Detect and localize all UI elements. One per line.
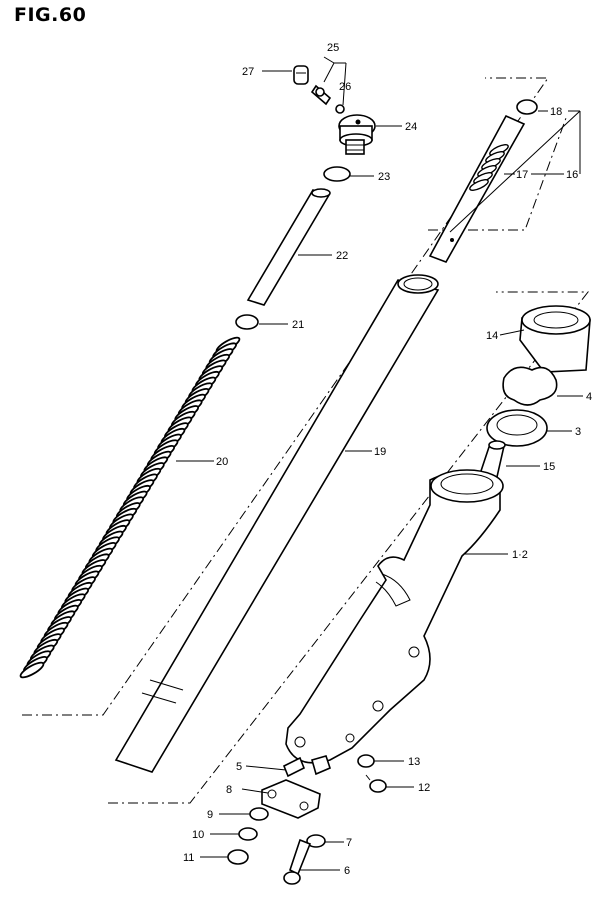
callout-6: 6 bbox=[344, 865, 350, 877]
figure-title: FIG.60 bbox=[14, 4, 87, 26]
part-11-nut bbox=[227, 849, 249, 865]
callout-27: 27 bbox=[242, 66, 254, 78]
assembly-outline-main bbox=[108, 291, 590, 804]
part-21-spring-seat bbox=[235, 314, 259, 330]
rod-ring bbox=[469, 179, 489, 191]
callout-7: 7 bbox=[346, 837, 352, 849]
part-18-piston-ring bbox=[516, 99, 538, 115]
part-23-oring bbox=[323, 166, 351, 182]
leader-lines bbox=[176, 56, 583, 871]
part-25-valve bbox=[310, 84, 332, 106]
assembly-outline-inner-tube bbox=[22, 77, 549, 716]
part-17-damper-rod bbox=[428, 114, 526, 263]
part-13-nut bbox=[357, 754, 375, 768]
callout-1-2: 1·2 bbox=[512, 549, 528, 561]
part-8-axle-holder bbox=[261, 779, 321, 819]
callout-16: 16 bbox=[566, 169, 578, 181]
callout-10: 10 bbox=[192, 829, 204, 841]
callout-12: 12 bbox=[418, 782, 430, 794]
callout-22: 22 bbox=[336, 250, 348, 262]
callout-23: 23 bbox=[378, 171, 390, 183]
callout-24: 24 bbox=[405, 121, 417, 133]
callout-26: 26 bbox=[339, 81, 351, 93]
callout-21: 21 bbox=[292, 319, 304, 331]
callout-5: 5 bbox=[236, 761, 242, 773]
part-20-fork-spring bbox=[19, 336, 241, 679]
part-5-stud bbox=[282, 755, 331, 778]
part-7-washer bbox=[306, 834, 326, 848]
part-12-screw bbox=[365, 774, 387, 793]
callout-14: 14 bbox=[486, 330, 498, 342]
part-26-oring bbox=[335, 104, 345, 114]
callout-9: 9 bbox=[207, 809, 213, 821]
callout-19: 19 bbox=[374, 446, 386, 458]
part-22-spacer bbox=[246, 188, 331, 306]
part-3-oil-seal bbox=[486, 409, 548, 447]
callout-3: 3 bbox=[575, 426, 581, 438]
part-14-dust-seal bbox=[519, 305, 591, 373]
callout-8: 8 bbox=[226, 784, 232, 796]
callout-4: 4 bbox=[586, 391, 592, 403]
callout-11: 11 bbox=[183, 852, 194, 864]
callout-25: 25 bbox=[327, 42, 339, 54]
part-27-bolt bbox=[293, 65, 309, 85]
part-19-inner-tube bbox=[114, 274, 440, 773]
callout-17: 17 bbox=[516, 169, 528, 181]
callout-13: 13 bbox=[408, 756, 420, 768]
callout-20: 20 bbox=[216, 456, 228, 468]
part-10-spring-washer bbox=[238, 827, 258, 841]
part-24-fork-cap bbox=[338, 114, 376, 155]
callout-18: 18 bbox=[550, 106, 562, 118]
part-1-2-outer-tube bbox=[285, 469, 504, 764]
spring-coil bbox=[19, 661, 45, 679]
callout-15: 15 bbox=[543, 461, 555, 473]
part-9-washer bbox=[249, 807, 269, 821]
part-4-circlip bbox=[502, 366, 558, 406]
part-6-bolt bbox=[283, 838, 312, 885]
